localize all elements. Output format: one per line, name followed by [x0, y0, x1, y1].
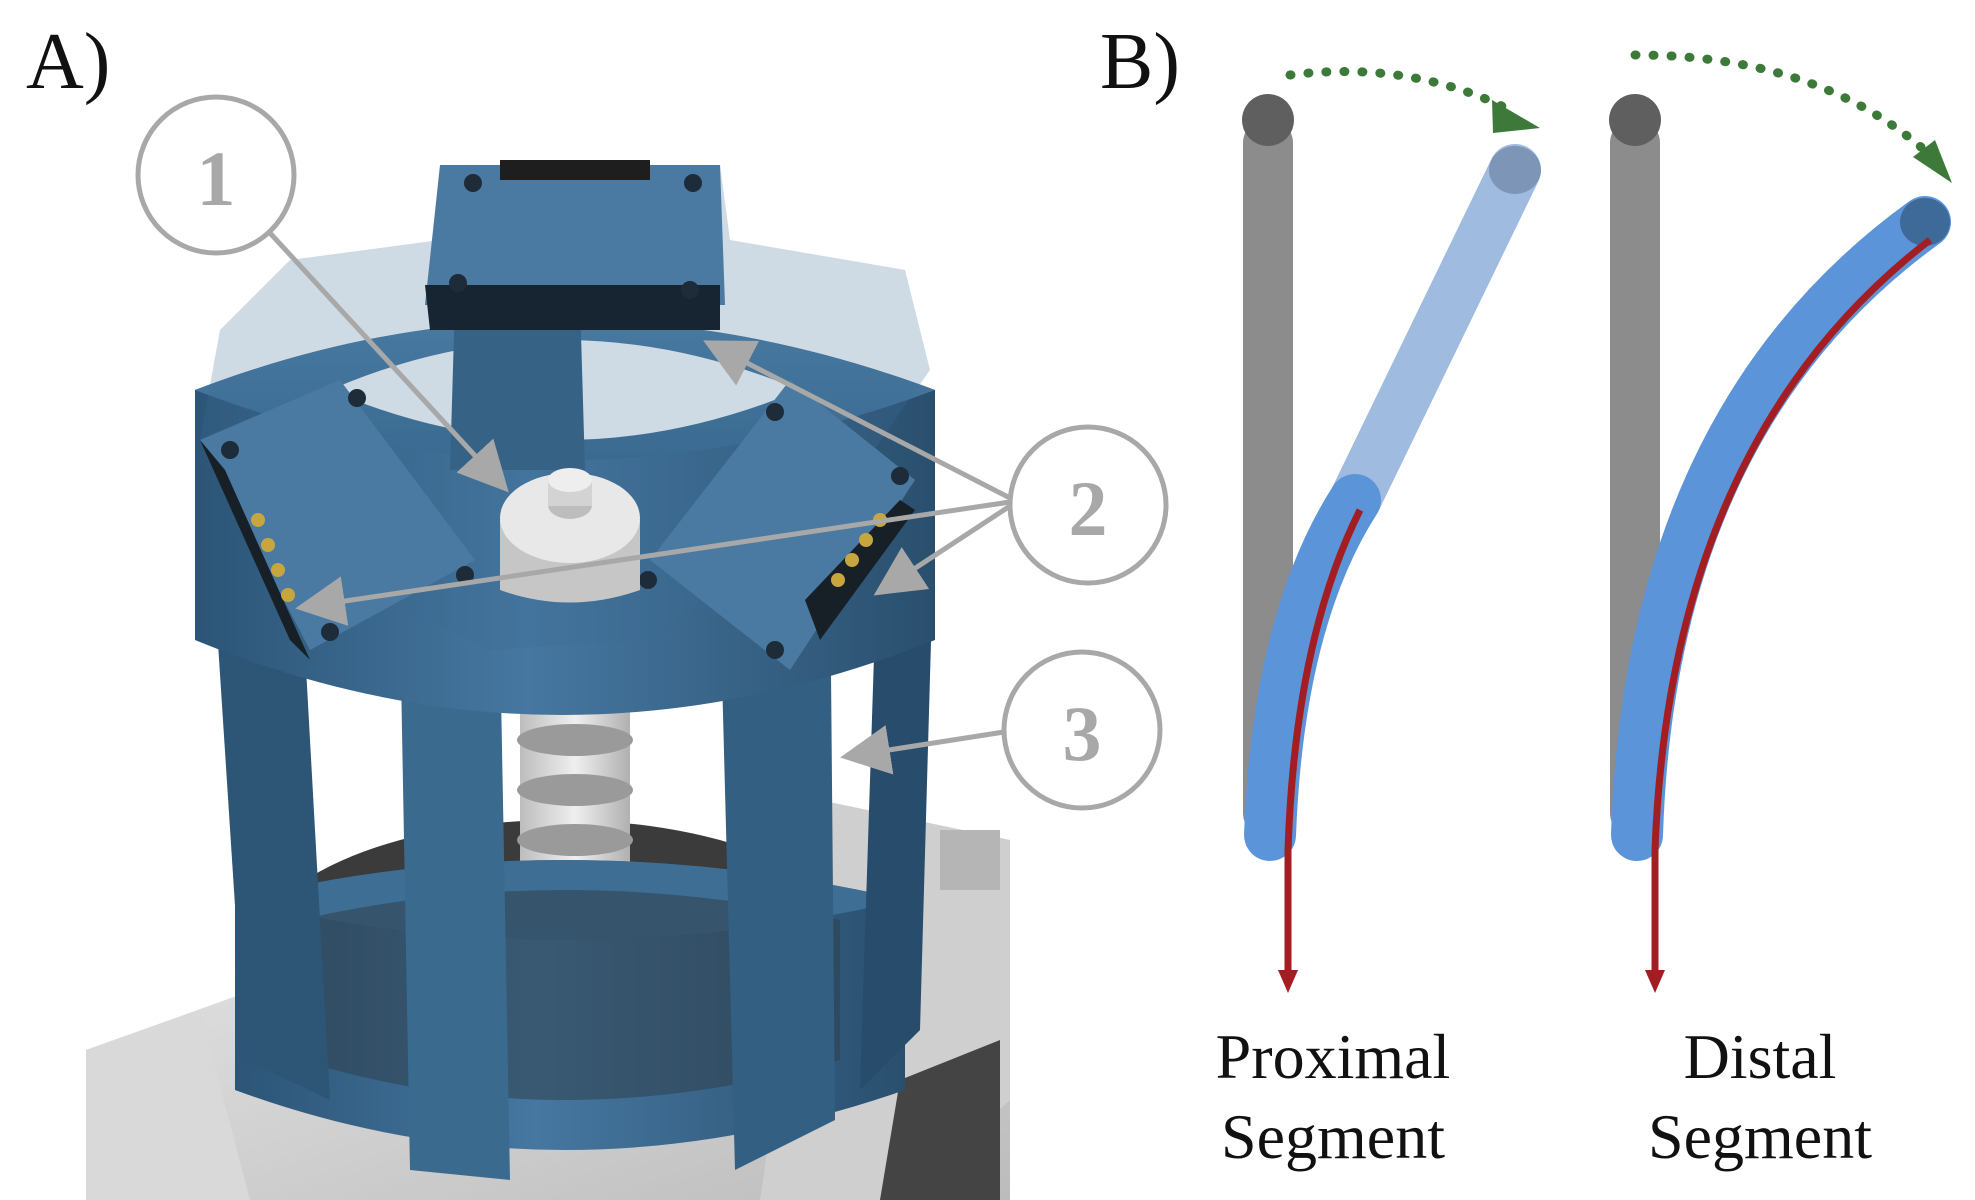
proximal-caption-line1: Proximal	[1216, 1021, 1451, 1092]
proximal-upper-rod-faded	[1329, 144, 1541, 526]
distal-rest-rod-cap	[1609, 94, 1661, 146]
proximal-pull-arrowhead	[1278, 970, 1298, 993]
distal-motion-arrowhead	[1913, 140, 1952, 183]
distal-tendon	[1651, 237, 1933, 851]
proximal-tip-cap	[1489, 146, 1541, 194]
distal-motion-arrow	[1630, 50, 1935, 160]
shaft-coupler	[500, 468, 640, 603]
proximal-segment-diagram: Proximal Segment	[1216, 67, 1541, 1172]
proximal-bent-rod	[1244, 474, 1381, 861]
actuator-render	[86, 160, 1010, 1200]
distal-caption-line1: Distal	[1684, 1021, 1837, 1092]
sensor-plate	[200, 160, 930, 670]
proximal-caption-line2: Segment	[1221, 1101, 1445, 1172]
callout-1: 1	[135, 94, 509, 493]
proximal-tendon	[1284, 508, 1364, 851]
panel-b-label: B)	[1100, 18, 1180, 106]
callout-3-number: 3	[1063, 690, 1102, 777]
proximal-motion-arrow	[1285, 67, 1515, 115]
callout-3: 3	[840, 649, 1163, 811]
panel-a-label: A)	[26, 18, 110, 106]
distal-segment-diagram: Distal Segment	[1609, 50, 1952, 1172]
callout-1-number: 1	[197, 135, 236, 222]
distal-tip-cap	[1900, 198, 1950, 246]
distal-bent-rod	[1611, 196, 1951, 861]
proximal-motion-arrowhead	[1492, 100, 1540, 133]
distal-caption-line2: Segment	[1648, 1101, 1872, 1172]
distal-pull-arrowhead	[1645, 970, 1665, 993]
callout-2-number: 2	[1069, 465, 1108, 552]
callout-2: 2	[295, 340, 1169, 626]
proximal-rest-rod-cap	[1242, 94, 1294, 146]
